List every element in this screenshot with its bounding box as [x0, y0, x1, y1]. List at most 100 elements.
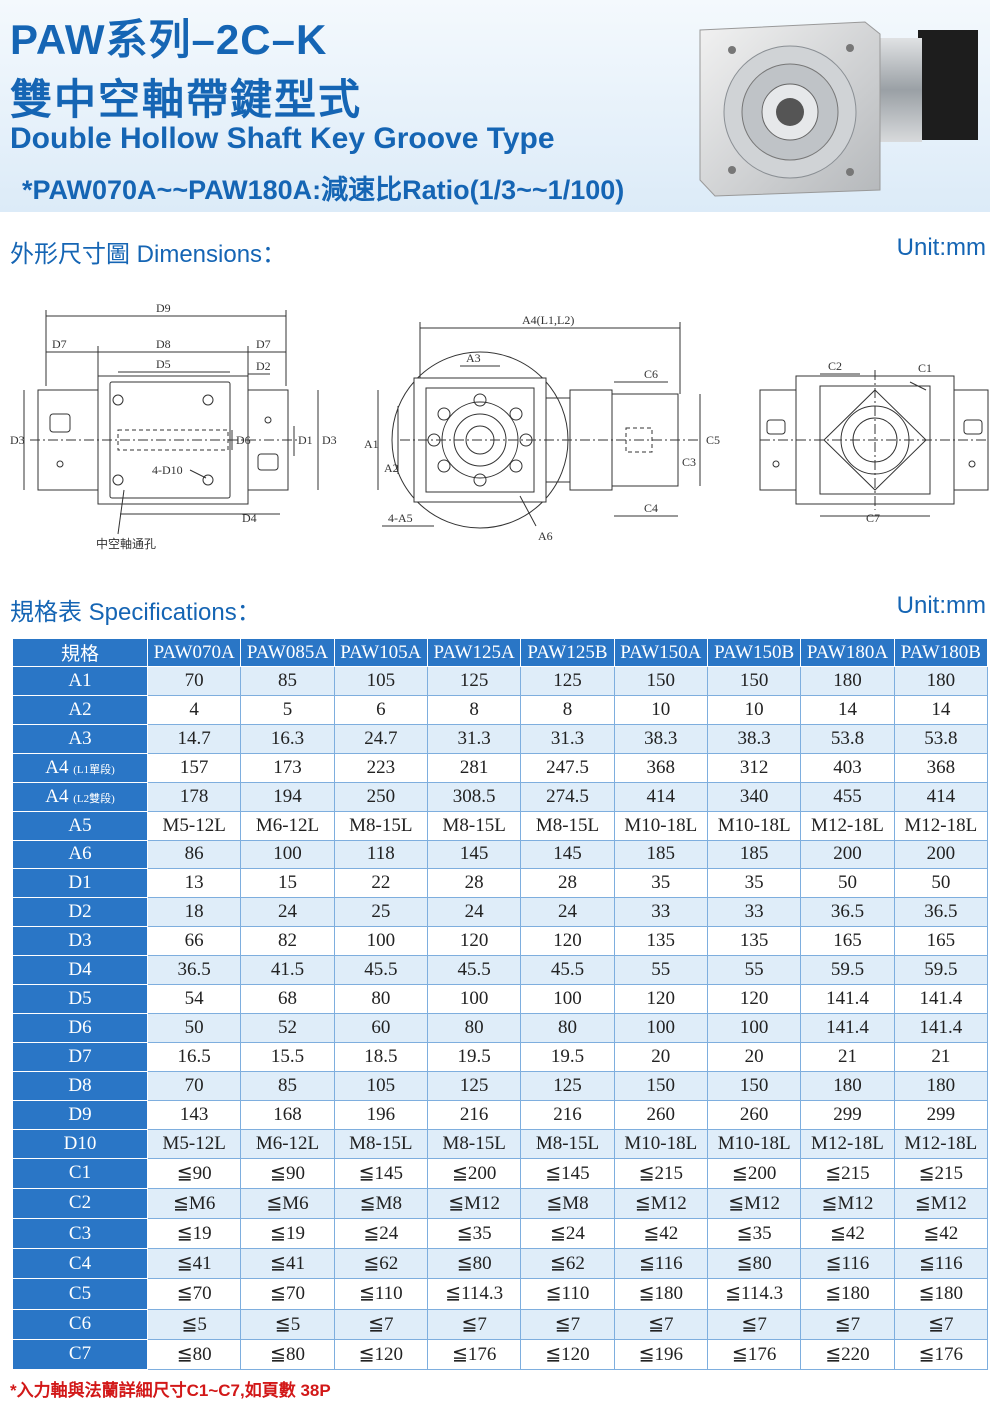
spec-cell: 281 [426, 752, 522, 783]
spec-cell: 38.3 [706, 723, 802, 754]
series-title: PAW系列–2C–K [10, 16, 328, 63]
spec-cell: 150 [613, 1070, 708, 1101]
spec-cell: 141.4 [893, 1013, 989, 1043]
spec-cell: ≦120 [520, 1338, 615, 1371]
row-label-note: (L2雙段) [73, 792, 115, 805]
spec-cell: M8-15L [426, 1128, 522, 1159]
label-c5: C5 [706, 433, 720, 447]
spec-cell: 36.5 [893, 897, 989, 928]
spec-cell: 141.4 [893, 984, 989, 1015]
spec-cell: 10 [706, 694, 802, 725]
model-header: PAW070A [146, 638, 242, 667]
spec-cell: 4 [146, 694, 242, 725]
spec-cell: ≦180 [800, 1278, 895, 1310]
spec-cell: 85 [240, 666, 335, 696]
spec-cell: ≦7 [706, 1308, 802, 1340]
spec-corner: 規格 [12, 638, 148, 667]
spec-row: C6≦5≦5≦7≦7≦7≦7≦7≦7≦7 [12, 1308, 989, 1340]
spec-cell: ≦42 [800, 1218, 895, 1250]
spec-table: 規格 PAW070A PAW085A PAW105A PAW125A PAW12… [12, 638, 989, 1371]
spec-row-label: D5 [12, 984, 148, 1015]
spec-cell: 18.5 [333, 1041, 428, 1072]
spec-cell: ≦80 [146, 1338, 242, 1371]
spec-cell: 16.5 [146, 1041, 242, 1072]
spec-row-label: C5 [12, 1278, 148, 1310]
spec-cell: ≦7 [800, 1308, 895, 1340]
spec-cell: 28 [520, 868, 615, 899]
row-label-text: C1 [68, 1162, 92, 1184]
spec-cell: 41.5 [240, 955, 335, 986]
spec-row-label: D9 [12, 1099, 148, 1130]
spec-cell: 299 [893, 1099, 989, 1130]
spec-cell: M5-12L [146, 810, 242, 841]
spec-cell: 8 [520, 694, 615, 725]
spec-cell: 165 [893, 926, 989, 957]
spec-cell: 14 [893, 694, 989, 725]
spec-cell: ≦114.3 [426, 1278, 522, 1310]
label-c1: C1 [918, 361, 932, 375]
spec-cell: 247.5 [520, 752, 615, 783]
spec-cell: 120 [706, 984, 802, 1015]
spec-cell: ≦M12 [706, 1187, 802, 1220]
spec-cell: ≦90 [240, 1157, 335, 1189]
spec-cell: 185 [706, 839, 802, 870]
spec-cell: 24 [240, 897, 335, 928]
spec-cell: M10-18L [706, 1128, 802, 1159]
spec-cell: ≦41 [240, 1248, 335, 1280]
label-a6: A6 [538, 529, 553, 543]
spec-cell: ≦200 [706, 1157, 802, 1189]
spec-cell: 21 [893, 1041, 989, 1072]
spec-cell: M12-18L [893, 810, 989, 841]
spec-cell: 150 [706, 1070, 802, 1101]
spec-cell: ≦62 [520, 1248, 615, 1280]
spec-row: C5≦70≦70≦110≦114.3≦110≦180≦114.3≦180≦180 [12, 1278, 989, 1310]
label-d4: D4 [242, 511, 257, 525]
spec-cell: 82 [240, 926, 335, 957]
spec-cell: 120 [613, 984, 708, 1015]
spec-cell: ≦70 [146, 1278, 242, 1310]
label-a2: A2 [384, 461, 399, 475]
spec-cell: 165 [800, 926, 895, 957]
spec-cell: ≦M12 [613, 1187, 708, 1220]
spec-cell: 14 [800, 694, 895, 725]
spec-cell: 6 [333, 694, 428, 725]
spec-cell: ≦80 [240, 1338, 335, 1371]
label-d1: D1 [298, 433, 313, 447]
spec-cell: ≦180 [613, 1278, 708, 1310]
spec-cell: 180 [800, 1070, 895, 1101]
header-banner: PAW系列–2C–K 雙中空軸帶鍵型式 Double Hollow Shaft … [0, 0, 990, 212]
label-d3-left: D3 [10, 433, 25, 447]
spec-cell: ≦90 [146, 1157, 242, 1189]
label-c2: C2 [828, 359, 842, 373]
spec-cell: 168 [240, 1099, 335, 1130]
spec-cell: 24 [426, 897, 522, 928]
spec-cell: ≦145 [333, 1157, 428, 1189]
spec-cell: ≦41 [146, 1248, 242, 1280]
spec-cell: 52 [240, 1013, 335, 1043]
spec-row-label: A3 [12, 723, 148, 754]
row-label-text: A2 [68, 698, 92, 720]
spec-cell: 178 [146, 781, 242, 812]
spec-cell: ≦196 [613, 1338, 708, 1371]
spec-row-label: D1 [12, 868, 148, 899]
spec-cell: ≦110 [333, 1278, 428, 1310]
spec-cell: 31.3 [520, 723, 615, 754]
spec-cell: 53.8 [800, 723, 895, 754]
spec-cell: ≦215 [893, 1157, 989, 1189]
spec-cell: M12-18L [800, 1128, 895, 1159]
spec-cell: 260 [613, 1099, 708, 1130]
spec-row-label: C1 [12, 1157, 148, 1189]
spec-cell: 216 [426, 1099, 522, 1130]
spec-cell: ≦M12 [800, 1187, 895, 1220]
spec-cell: 200 [800, 839, 895, 870]
spec-cell: 85 [240, 1070, 335, 1101]
spec-row: C1≦90≦90≦145≦200≦145≦215≦200≦215≦215 [12, 1157, 989, 1189]
spec-cell: 70 [146, 666, 242, 696]
label-4-a5: 4-A5 [388, 511, 413, 525]
label-a1: A1 [364, 437, 379, 451]
spec-cell: 180 [893, 666, 989, 696]
